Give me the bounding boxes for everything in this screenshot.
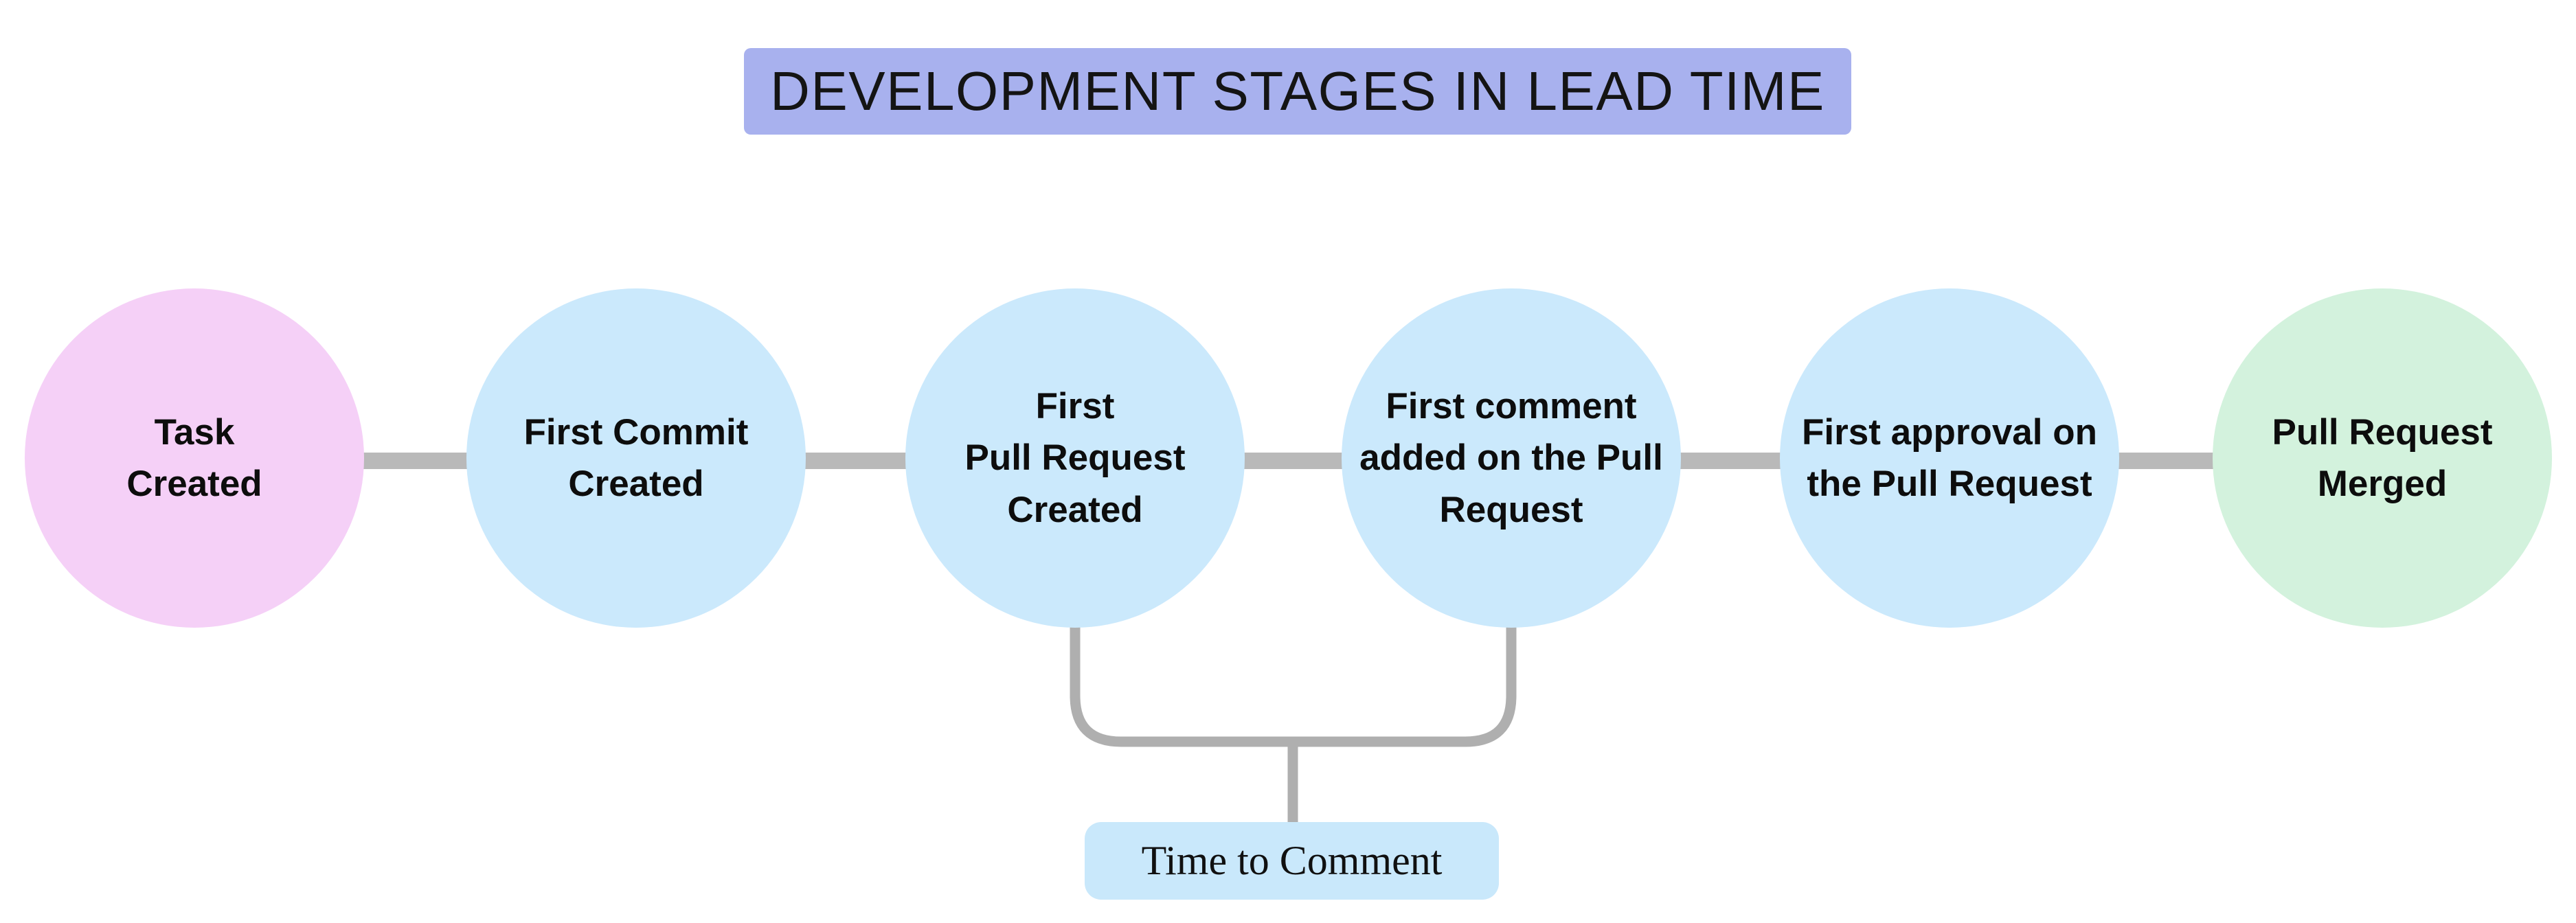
stage-circle-first-commit-created: First Commit Created <box>466 288 806 628</box>
stage-label-line: First Commit <box>523 411 749 453</box>
page-title: DEVELOPMENT STAGES IN LEAD TIME <box>744 48 1851 135</box>
stage-label-line: Created <box>126 464 262 504</box>
stage-label-line: the Pull Request <box>1807 464 2092 504</box>
stage-label-line: First <box>1035 386 1115 427</box>
time-to-comment-label: Time to Comment <box>1085 822 1499 900</box>
stage-label-line: Pull Request <box>2272 411 2493 453</box>
stage-label-line: Created <box>1007 489 1143 530</box>
stage-label-line: First comment <box>1386 386 1637 427</box>
bracket-path <box>1070 622 1517 747</box>
stage-label-line: Created <box>568 464 704 504</box>
stage-label-line: Task <box>154 411 235 453</box>
stage-circle-task-created: Task Created <box>25 288 364 628</box>
stage-circle-first-pull-request-created: First Pull Request Created <box>905 288 1245 628</box>
time-to-comment-text: Time to Comment <box>1141 838 1443 883</box>
stage-circle-first-comment-added: First comment added on the Pull Request <box>1342 288 1681 628</box>
stage-circle-pull-request-merged: Pull Request Merged <box>2213 288 2552 628</box>
stage-label-line: Pull Request <box>964 437 1186 479</box>
page-title-text: DEVELOPMENT STAGES IN LEAD TIME <box>770 60 1825 122</box>
stage-label-line: Merged <box>2317 464 2448 504</box>
stage-label-line: Request <box>1439 489 1583 530</box>
stage-circle-first-approval: First approval on the Pull Request <box>1780 288 2119 628</box>
stage-label-line: added on the Pull <box>1359 437 1663 479</box>
stage-label-line: First approval on <box>1802 411 2097 453</box>
